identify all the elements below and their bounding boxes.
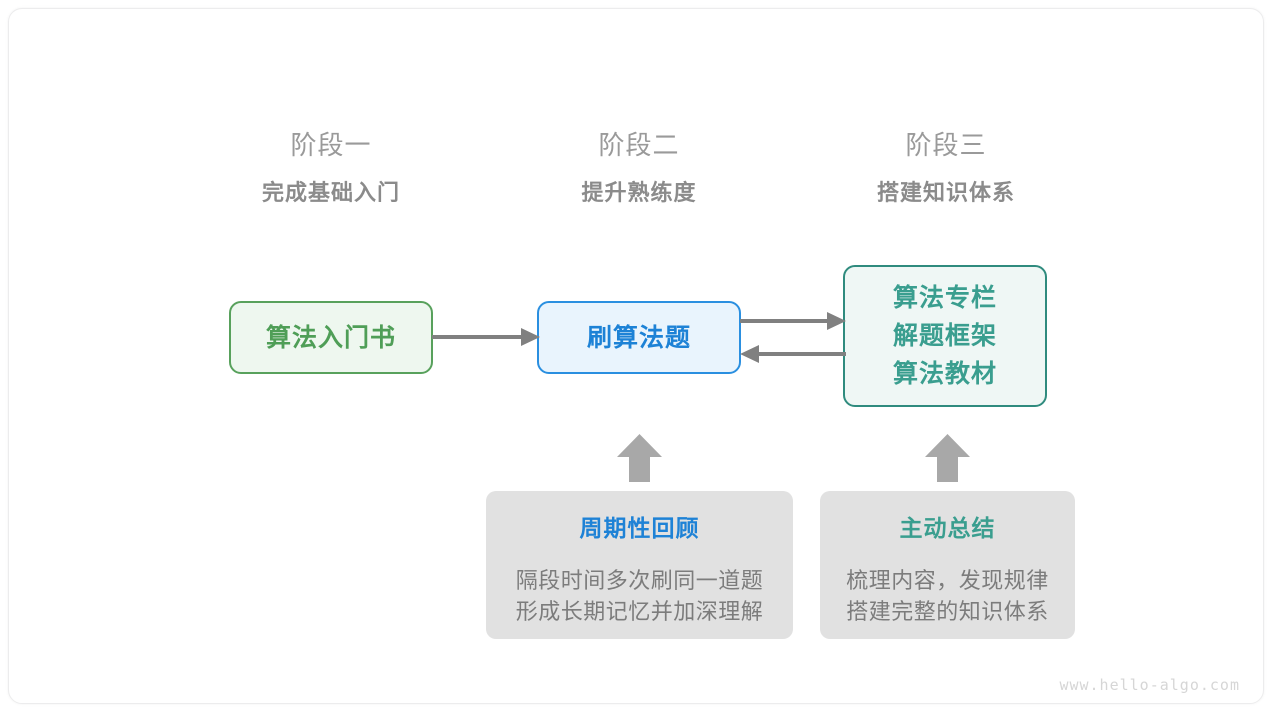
panel-active-summary-line-2: 搭建完整的知识体系 — [846, 599, 1049, 624]
node-intro-book[interactable]: 算法入门书 — [229, 301, 433, 374]
summary-up-arrow — [925, 434, 970, 482]
stage-title-1: 阶段一 — [290, 130, 372, 160]
node-resources-line-1: 算法专栏 — [892, 284, 997, 312]
panel-active-summary-body: 梳理内容，发现规律 搭建完整的知识体系 — [846, 565, 1049, 627]
panel-periodic-review-body: 隔段时间多次刷同一道题 形成长期记忆并加深理解 — [516, 565, 764, 627]
practice-to-resources-arrow — [740, 312, 846, 330]
stage-header-2: 阶段二 提升熟练度 — [509, 128, 769, 208]
resources-to-practice-arrow — [740, 345, 846, 363]
panel-active-summary-line-1: 梳理内容，发现规律 — [846, 568, 1049, 593]
book-to-practice-arrow — [432, 328, 540, 346]
panel-periodic-review-line-2: 形成长期记忆并加深理解 — [515, 599, 764, 624]
stage-subtitle-1: 完成基础入门 — [261, 180, 400, 205]
review-up-arrow — [617, 434, 662, 482]
stage-header-3: 阶段三 搭建知识体系 — [816, 128, 1076, 208]
watermark: www.hello-algo.com — [1059, 676, 1240, 694]
node-resources-line-3: 算法教材 — [892, 360, 997, 388]
node-resources-line-2: 解题框架 — [892, 322, 997, 350]
stage-title-2: 阶段二 — [598, 130, 680, 160]
stage-subtitle-2: 提升熟练度 — [581, 180, 697, 205]
panel-periodic-review[interactable]: 周期性回顾 隔段时间多次刷同一道题 形成长期记忆并加深理解 — [486, 491, 793, 639]
stage-subtitle-3: 搭建知识体系 — [876, 180, 1015, 205]
node-practice[interactable]: 刷算法题 — [537, 301, 741, 374]
panel-active-summary[interactable]: 主动总结 梳理内容，发现规律 搭建完整的知识体系 — [820, 491, 1075, 639]
panel-active-summary-title: 主动总结 — [899, 515, 996, 541]
node-practice-label: 刷算法题 — [586, 323, 691, 352]
panel-periodic-review-line-1: 隔段时间多次刷同一道题 — [515, 568, 764, 593]
node-resources[interactable]: 算法专栏 解题框架 算法教材 — [843, 265, 1047, 407]
panel-periodic-review-title: 周期性回顾 — [579, 515, 700, 541]
stage-header-1: 阶段一 完成基础入门 — [201, 128, 461, 208]
stage-title-3: 阶段三 — [905, 130, 987, 160]
node-intro-book-label: 算法入门书 — [265, 323, 396, 352]
